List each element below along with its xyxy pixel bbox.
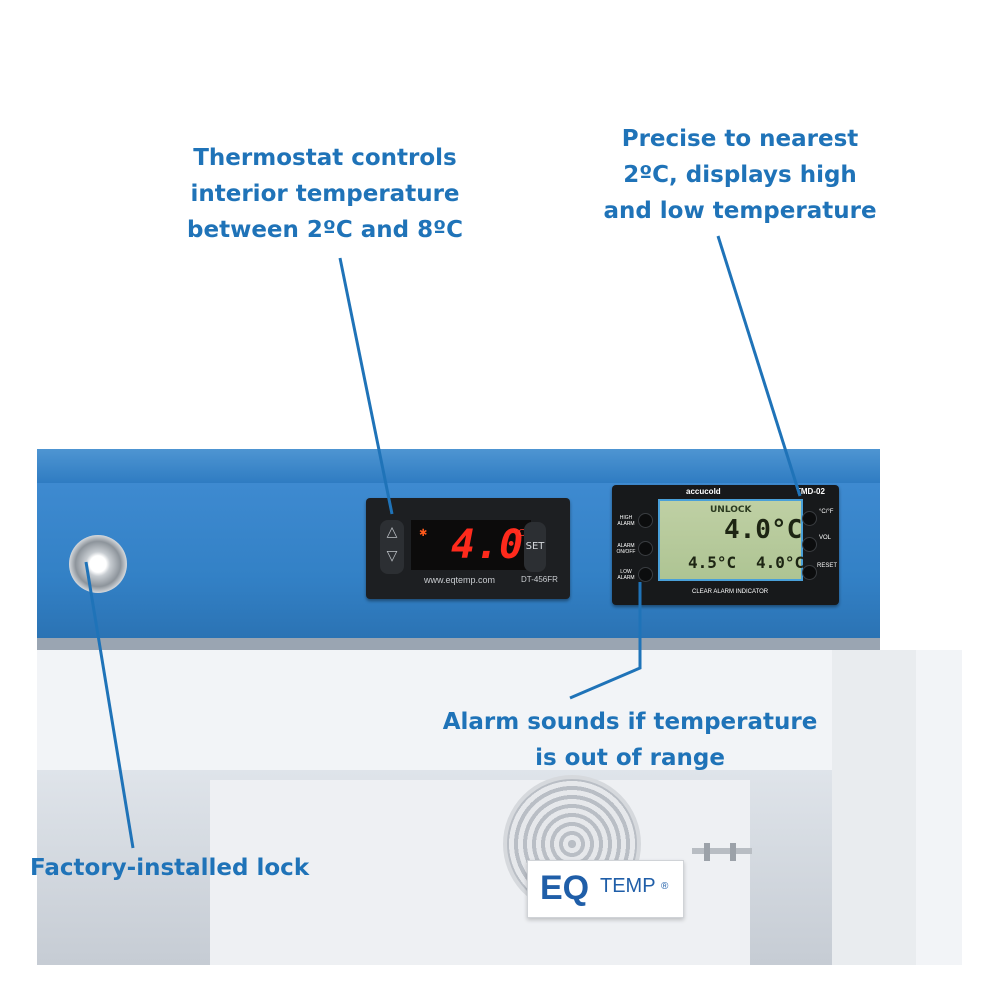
alarm-onoff-button[interactable] (638, 541, 653, 556)
volume-label: VOL (819, 535, 832, 541)
set-button[interactable]: SET (524, 522, 546, 572)
unit-toggle-label: °C/°F (819, 509, 834, 515)
callout-line: 2ºC, displays high (623, 162, 857, 188)
thermostat-reading: 4.0 (451, 522, 524, 568)
thermostat-display: ✱ 4.0 °C (411, 520, 531, 570)
panel-shadow (37, 638, 880, 650)
high-alarm-button[interactable] (638, 513, 653, 528)
shelf-clips (692, 843, 752, 861)
unit-toggle-button[interactable] (802, 511, 817, 526)
alarm-onoff-label: ALARM ON/OFF (616, 543, 636, 555)
thermostat-callout: Thermostat controls interior temperature… (160, 140, 490, 248)
callout-line: between 2ºC and 8ºC (187, 217, 463, 243)
alarm-leader-line (569, 582, 642, 700)
alarm-brand: accucold (686, 487, 721, 496)
clear-alarm-label: CLEAR ALARM INDICATOR (692, 589, 769, 595)
lock-icon[interactable] (69, 535, 127, 593)
alarm-lcd: UNLOCK 4.0°C 4.5°C 4.0°C (658, 499, 805, 581)
thermostat-controller: △ ▽ ✱ 4.0 °C SET www.eqtemp.com DT-456FR (366, 498, 570, 599)
lcd-low-reading: 4.5°C (688, 553, 737, 572)
precise-leader-line (716, 235, 802, 497)
alarm-monitor: accucold TMD-02 UNLOCK 4.0°C 4.5°C 4.0°C… (612, 485, 839, 605)
eqtemp-badge: EQ TEMP ® (527, 860, 684, 918)
indicator-icon: ✱ (419, 528, 428, 539)
eq-temp-text: TEMP (600, 875, 656, 897)
registered-mark: ® (661, 881, 669, 892)
callout-line: Alarm sounds if temperature (442, 709, 818, 735)
lcd-high-reading: 4.0°C (756, 553, 805, 572)
lcd-status: UNLOCK (710, 505, 752, 515)
callout-line: interior temperature (190, 181, 460, 207)
thermostat-url: www.eqtemp.com (424, 575, 496, 585)
thermostat-leader-line (338, 257, 394, 515)
callout-line: Precise to nearest (621, 126, 859, 152)
reset-label: RESET (817, 563, 838, 569)
thermostat-arrow-buttons[interactable]: △ ▽ (380, 520, 404, 574)
precise-callout: Precise to nearest 2ºC, displays high an… (575, 121, 905, 229)
callout-line: Thermostat controls (193, 145, 457, 171)
high-alarm-label: HIGH ALARM (617, 515, 635, 527)
lcd-main-reading: 4.0°C (724, 515, 803, 545)
low-alarm-label: LOW ALARM (617, 569, 635, 581)
callout-line: is out of range (535, 745, 725, 771)
door-edge (832, 650, 916, 965)
volume-button[interactable] (802, 537, 817, 552)
reset-button[interactable] (802, 565, 817, 580)
callout-line: and low temperature (603, 198, 877, 224)
thermostat-unit: °C (513, 528, 525, 539)
alarm-callout: Alarm sounds if temperature is out of ra… (420, 704, 840, 776)
eq-logo: EQ (540, 869, 590, 907)
lock-leader-line (84, 561, 135, 849)
arrow-up-icon[interactable]: △ (386, 524, 398, 540)
thermostat-model: DT-456FR (521, 575, 558, 584)
lock-callout: Factory-installed lock (30, 850, 360, 886)
alarm-model: TMD-02 (796, 487, 825, 496)
top-panel-lid (37, 449, 880, 483)
low-alarm-button[interactable] (638, 567, 653, 582)
callout-line: Factory-installed lock (30, 855, 310, 881)
arrow-down-icon[interactable]: ▽ (386, 548, 398, 564)
